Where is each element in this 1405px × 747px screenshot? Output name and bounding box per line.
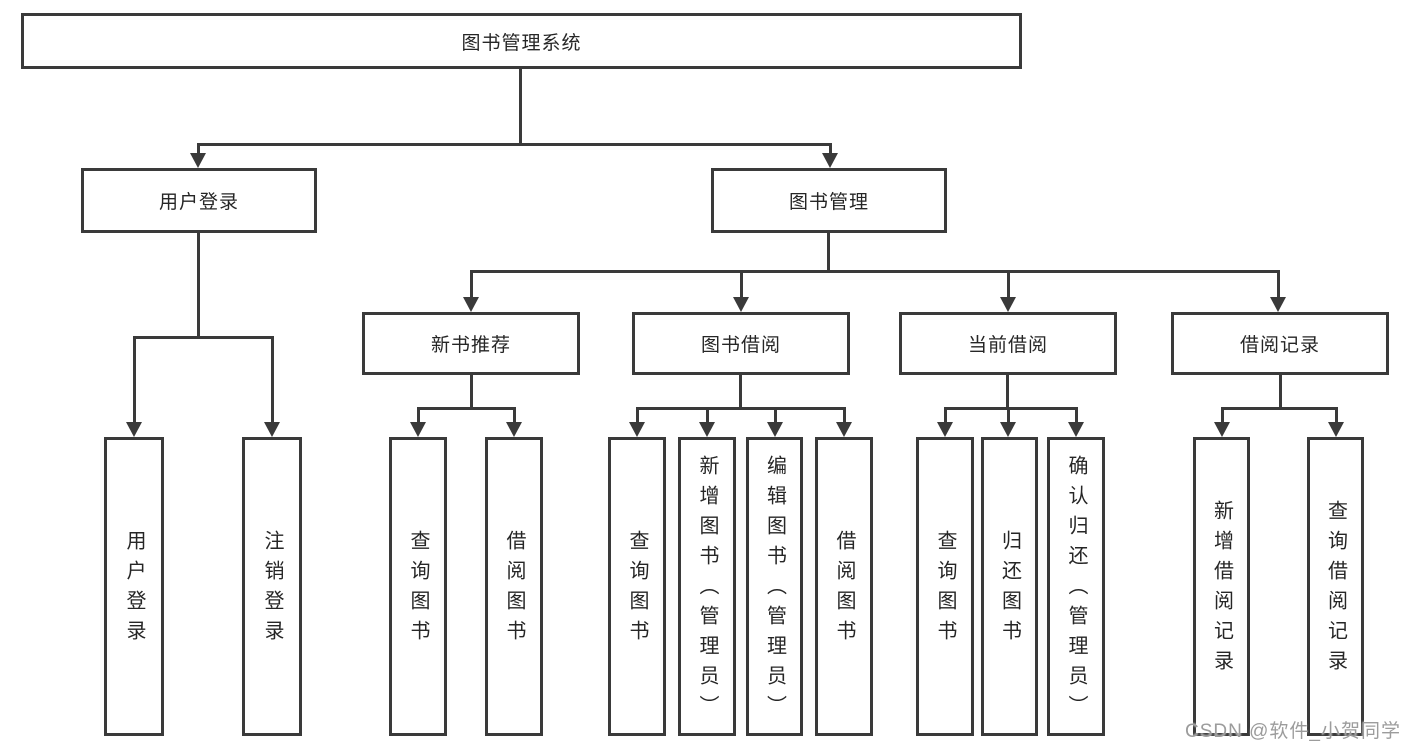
connector-line [1075, 407, 1078, 424]
connector-line [417, 407, 420, 424]
leaf-confirm-return-admin: 确认归还（管理员） [1047, 437, 1105, 736]
connector-line [706, 407, 709, 424]
leaf-borrow-books: 借阅图书 [815, 437, 873, 736]
connector-line [197, 143, 200, 153]
connector-arrowhead [836, 422, 852, 437]
connector-line [1007, 270, 1010, 299]
connector-line [417, 407, 516, 410]
connector-line [774, 407, 777, 424]
connector-line [944, 407, 1078, 410]
connector-arrowhead [767, 422, 783, 437]
leaf-query-borrow-record: 查询借阅记录 [1307, 437, 1364, 736]
connector-line [519, 69, 522, 145]
connector-arrowhead [126, 422, 142, 437]
node-current-borrowing: 当前借阅 [899, 312, 1117, 375]
node-new-book-recommendation: 新书推荐 [362, 312, 580, 375]
leaf-add-books-admin: 新增图书（管理员） [678, 437, 736, 736]
connector-line [1277, 270, 1280, 299]
connector-arrowhead [190, 153, 206, 168]
leaf-add-borrow-record: 新增借阅记录 [1193, 437, 1250, 736]
connector-line [470, 375, 473, 410]
connector-line [1006, 375, 1009, 410]
connector-line [944, 407, 947, 424]
connector-arrowhead [264, 422, 280, 437]
connector-line [740, 270, 743, 299]
connector-line [197, 233, 200, 338]
connector-line [636, 407, 639, 424]
connector-arrowhead [1328, 422, 1344, 437]
connector-arrowhead [410, 422, 426, 437]
connector-line [829, 143, 832, 153]
leaf-borrow-books-recommend: 借阅图书 [485, 437, 543, 736]
node-library-management-system: 图书管理系统 [21, 13, 1022, 69]
connector-arrowhead [1000, 422, 1016, 437]
connector-arrowhead [1068, 422, 1084, 437]
connector-arrowhead [699, 422, 715, 437]
connector-line [843, 407, 846, 424]
connector-arrowhead [1270, 297, 1286, 312]
connector-arrowhead [629, 422, 645, 437]
leaf-user-login: 用户登录 [104, 437, 164, 736]
connector-line [133, 336, 274, 339]
connector-line [739, 375, 742, 410]
leaf-edit-books-admin: 编辑图书（管理员） [746, 437, 803, 736]
leaf-query-books-borrowing: 查询图书 [608, 437, 666, 736]
connector-arrowhead [1214, 422, 1230, 437]
connector-line [1221, 407, 1338, 410]
connector-line [827, 233, 830, 273]
connector-line [470, 270, 473, 299]
connector-line [271, 336, 274, 423]
leaf-query-books-recommend: 查询图书 [389, 437, 447, 736]
watermark: CSDN @软件_小贺同学 [1185, 721, 1401, 742]
connector-line [513, 407, 516, 424]
connector-line [133, 336, 136, 423]
node-user-login: 用户登录 [81, 168, 317, 233]
node-book-management: 图书管理 [711, 168, 947, 233]
connector-line [636, 407, 846, 410]
connector-arrowhead [822, 153, 838, 168]
node-borrowing-records: 借阅记录 [1171, 312, 1389, 375]
connector-line [197, 143, 832, 146]
connector-arrowhead [733, 297, 749, 312]
connector-line [1007, 407, 1010, 424]
connector-line [1221, 407, 1224, 424]
node-book-borrowing: 图书借阅 [632, 312, 850, 375]
leaf-query-books-current: 查询图书 [916, 437, 974, 736]
connector-arrowhead [463, 297, 479, 312]
leaf-return-books: 归还图书 [981, 437, 1038, 736]
connector-line [1335, 407, 1338, 424]
leaf-logout: 注销登录 [242, 437, 302, 736]
connector-arrowhead [1000, 297, 1016, 312]
connector-line [1279, 375, 1282, 410]
connector-arrowhead [506, 422, 522, 437]
connector-line [470, 270, 1280, 273]
connector-arrowhead [937, 422, 953, 437]
